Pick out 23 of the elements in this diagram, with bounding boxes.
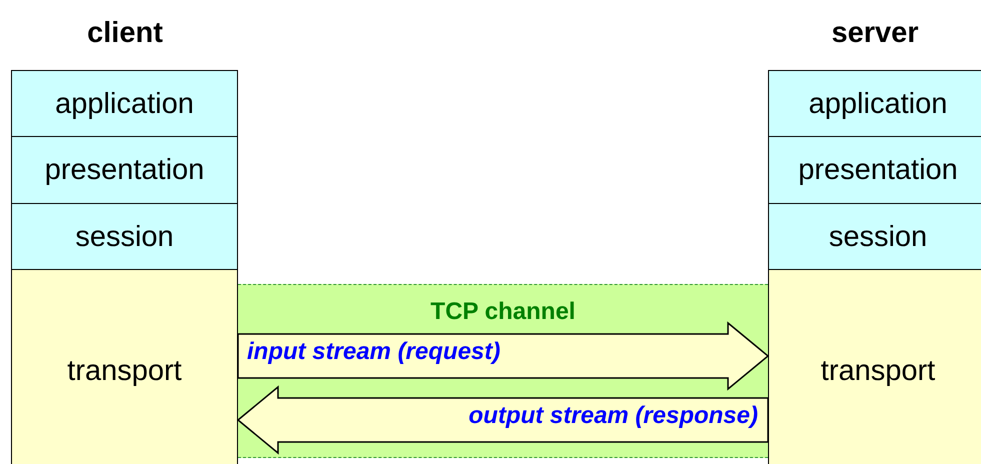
layer-box	[768, 136, 981, 204]
edge-label: input stream (request)	[247, 340, 500, 364]
edge-label: output stream (response)	[468, 404, 758, 428]
column-heading: client	[86, 16, 164, 51]
layer-name: presentation	[44, 156, 204, 185]
layer-name: session	[75, 223, 174, 252]
layer-box	[768, 269, 981, 464]
channel-name: TCP channel	[430, 297, 576, 322]
layer-name: transport	[67, 357, 182, 386]
layer-name: transport	[820, 357, 936, 386]
layer-box	[11, 70, 238, 137]
layer-box	[768, 203, 981, 270]
layer-box	[768, 70, 981, 137]
layer-box	[11, 269, 238, 464]
layer-box	[11, 136, 238, 204]
layer-name: presentation	[798, 156, 958, 185]
layer-name: application	[55, 90, 194, 119]
block-arrow	[237, 321, 770, 391]
layer-box	[11, 203, 238, 270]
block-arrow	[236, 385, 769, 455]
column-heading: server	[830, 16, 920, 51]
layer-name: application	[808, 90, 948, 119]
layer-name: session	[828, 223, 928, 252]
